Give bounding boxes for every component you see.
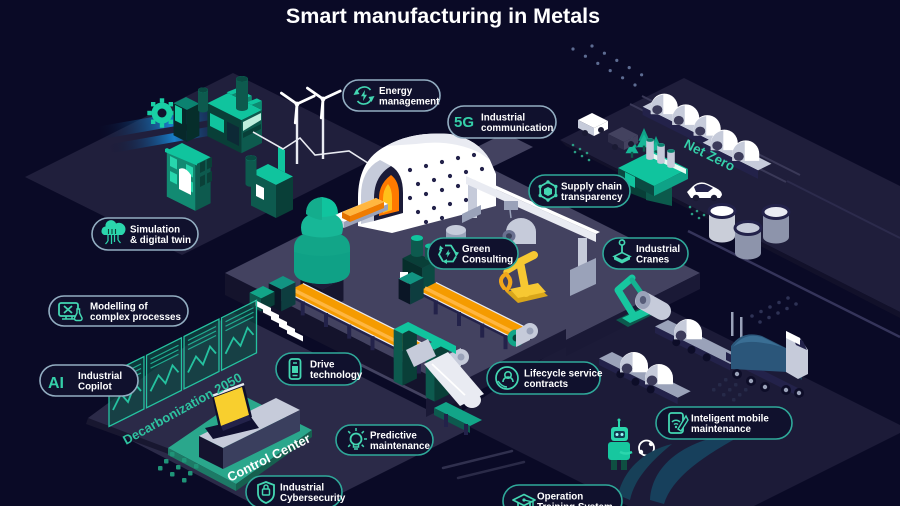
svg-text:Copilot: Copilot [78, 381, 112, 392]
svg-text:Inteligent mobile: Inteligent mobile [691, 413, 769, 424]
svg-text:Lifecycle service: Lifecycle service [524, 368, 603, 379]
svg-text:technology: technology [310, 370, 363, 381]
svg-text:Cybersecurity: Cybersecurity [280, 493, 346, 504]
svg-text:Smart manufacturing in Metals: Smart manufacturing in Metals [286, 4, 600, 28]
svg-text:Modelling of: Modelling of [90, 301, 148, 312]
svg-text:Industrial: Industrial [280, 482, 324, 493]
svg-text:Industrial: Industrial [481, 112, 525, 123]
svg-text:management: management [379, 96, 440, 107]
svg-text:maintenance: maintenance [691, 424, 751, 435]
svg-text:maintenance: maintenance [370, 441, 430, 452]
svg-text:& digital twin: & digital twin [130, 235, 191, 246]
svg-text:Predictive: Predictive [370, 430, 417, 441]
svg-text:contracts: contracts [524, 379, 569, 390]
svg-text:Green: Green [462, 244, 490, 255]
svg-text:Drive: Drive [310, 359, 335, 370]
svg-text:transparency: transparency [561, 192, 623, 203]
svg-text:Training System: Training System [537, 502, 613, 506]
svg-text:Consulting: Consulting [462, 254, 513, 265]
svg-text:Operation: Operation [537, 491, 583, 502]
svg-text:Supply chain: Supply chain [561, 181, 622, 192]
svg-text:Cranes: Cranes [636, 254, 670, 265]
svg-text:complex processes: complex processes [90, 312, 181, 323]
svg-text:communication: communication [481, 123, 553, 134]
svg-text:5G: 5G [454, 114, 474, 131]
svg-text:Simulation: Simulation [130, 224, 180, 235]
svg-text:Industrial: Industrial [636, 244, 680, 255]
svg-text:AI: AI [48, 375, 64, 392]
svg-text:Industrial: Industrial [78, 371, 122, 382]
svg-text:Energy: Energy [379, 86, 413, 97]
